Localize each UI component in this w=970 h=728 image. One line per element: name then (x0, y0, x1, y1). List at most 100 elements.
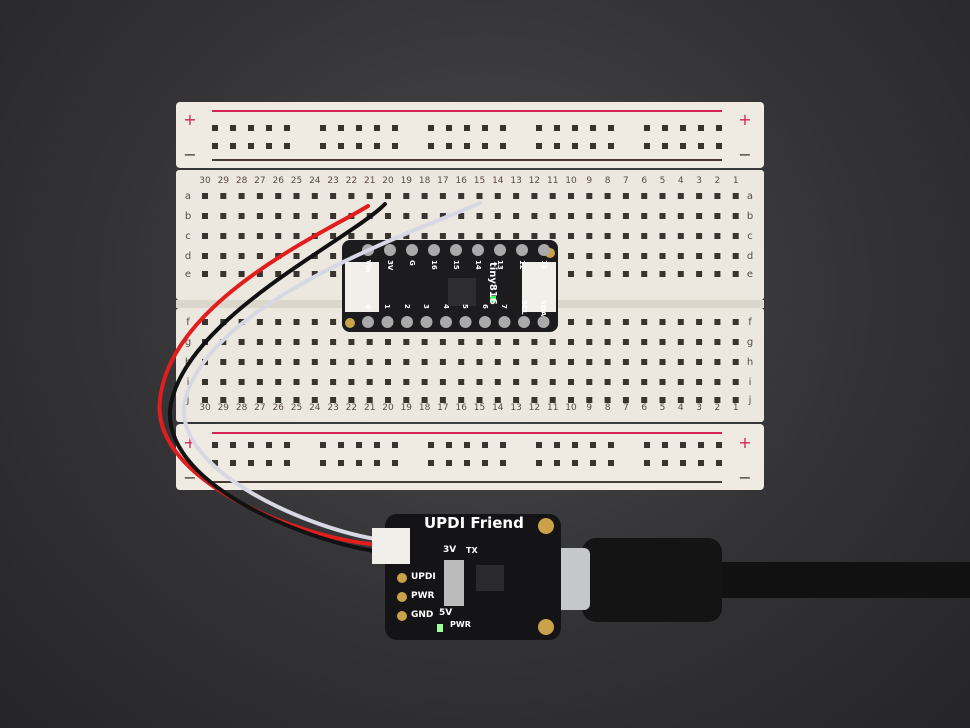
breadboard-hole[interactable] (202, 233, 208, 239)
breadboard-hole[interactable] (439, 193, 446, 199)
breadboard-hole[interactable] (568, 253, 574, 259)
breadboard-hole[interactable] (293, 339, 300, 345)
rail-hole[interactable] (464, 442, 470, 448)
rail-hole[interactable] (446, 143, 452, 149)
breadboard-hole[interactable] (256, 339, 263, 345)
breadboard-hole[interactable] (641, 359, 648, 365)
breadboard-hole[interactable] (604, 193, 611, 199)
rail-hole[interactable] (698, 125, 704, 131)
breadboard-hole[interactable] (677, 193, 684, 199)
breadboard-hole[interactable] (677, 379, 684, 385)
breadboard-hole[interactable] (494, 213, 501, 219)
breadboard-hole[interactable] (732, 233, 739, 239)
breadboard-hole[interactable] (659, 271, 666, 277)
rail-hole[interactable] (482, 460, 488, 466)
rail-hole[interactable] (338, 125, 344, 131)
breadboard-hole[interactable] (586, 271, 593, 277)
breadboard-hole[interactable] (311, 271, 318, 277)
breadboard-hole[interactable] (293, 397, 300, 403)
breadboard-hole[interactable] (494, 379, 501, 385)
rail-hole[interactable] (464, 460, 470, 466)
breadboard-hole[interactable] (202, 379, 208, 385)
breadboard-hole[interactable] (586, 379, 593, 385)
breadboard-hole[interactable] (659, 319, 666, 325)
breadboard-hole[interactable] (549, 233, 556, 239)
breadboard-hole[interactable] (732, 253, 739, 259)
breadboard-hole[interactable] (220, 397, 227, 403)
breadboard-hole[interactable] (622, 233, 629, 239)
breadboard-hole[interactable] (348, 379, 355, 385)
breadboard-hole[interactable] (696, 397, 703, 403)
rail-hole[interactable] (320, 460, 326, 466)
breadboard-hole[interactable] (677, 271, 684, 277)
breadboard-hole[interactable] (549, 339, 556, 345)
breadboard-hole[interactable] (641, 319, 648, 325)
breadboard-hole[interactable] (385, 213, 391, 219)
breadboard-hole[interactable] (549, 213, 556, 219)
rail-hole[interactable] (446, 442, 452, 448)
breadboard-hole[interactable] (330, 339, 337, 345)
breadboard-hole[interactable] (677, 359, 684, 365)
breadboard-hole[interactable] (714, 253, 721, 259)
breadboard-hole[interactable] (311, 379, 318, 385)
rail-hole[interactable] (716, 460, 722, 466)
breadboard-hole[interactable] (275, 271, 282, 277)
breadboard-hole[interactable] (513, 233, 520, 239)
breadboard-hole[interactable] (568, 379, 574, 385)
rail-hole[interactable] (320, 125, 326, 131)
breadboard-hole[interactable] (403, 397, 410, 403)
breadboard-hole[interactable] (677, 213, 684, 219)
breadboard-hole[interactable] (330, 359, 337, 365)
rail-hole[interactable] (482, 143, 488, 149)
rail-hole[interactable] (698, 460, 704, 466)
breadboard-hole[interactable] (604, 397, 611, 403)
breadboard-hole[interactable] (421, 193, 428, 199)
breadboard-hole[interactable] (256, 233, 263, 239)
rail-hole[interactable] (230, 442, 236, 448)
breadboard-hole[interactable] (494, 193, 501, 199)
rail-hole[interactable] (248, 442, 254, 448)
rail-hole[interactable] (572, 125, 578, 131)
breadboard-hole[interactable] (330, 271, 337, 277)
breadboard-hole[interactable] (202, 271, 208, 277)
rail-hole[interactable] (212, 125, 218, 131)
rail-hole[interactable] (248, 460, 254, 466)
breadboard-hole[interactable] (494, 397, 501, 403)
rail-hole[interactable] (482, 125, 488, 131)
rail-hole[interactable] (662, 143, 668, 149)
rail-hole[interactable] (590, 442, 596, 448)
rail-hole[interactable] (554, 143, 560, 149)
breadboard-hole[interactable] (439, 339, 446, 345)
breadboard-hole[interactable] (220, 193, 227, 199)
breadboard-hole[interactable] (622, 319, 629, 325)
rail-hole[interactable] (644, 442, 650, 448)
breadboard-hole[interactable] (330, 193, 337, 199)
breadboard-hole[interactable] (641, 379, 648, 385)
rail-hole[interactable] (554, 442, 560, 448)
rail-hole[interactable] (374, 460, 380, 466)
breadboard-hole[interactable] (256, 193, 263, 199)
breadboard-hole[interactable] (421, 379, 428, 385)
breadboard-hole[interactable] (641, 397, 648, 403)
rail-hole[interactable] (554, 460, 560, 466)
breadboard-hole[interactable] (330, 233, 337, 239)
breadboard-hole[interactable] (659, 193, 666, 199)
breadboard-hole[interactable] (311, 359, 318, 365)
breadboard-hole[interactable] (256, 271, 263, 277)
breadboard-hole[interactable] (439, 233, 446, 239)
rail-hole[interactable] (500, 125, 506, 131)
rail-hole[interactable] (698, 143, 704, 149)
breadboard-hole[interactable] (641, 339, 648, 345)
breadboard-hole[interactable] (458, 193, 465, 199)
rail-hole[interactable] (212, 460, 218, 466)
breadboard-hole[interactable] (659, 379, 666, 385)
breadboard-hole[interactable] (513, 359, 520, 365)
breadboard-hole[interactable] (531, 193, 538, 199)
rail-hole[interactable] (266, 125, 272, 131)
rail-hole[interactable] (356, 442, 362, 448)
breadboard-hole[interactable] (403, 359, 410, 365)
breadboard-hole[interactable] (641, 271, 648, 277)
breadboard-hole[interactable] (513, 379, 520, 385)
breadboard-hole[interactable] (385, 379, 391, 385)
breadboard-hole[interactable] (348, 359, 355, 365)
